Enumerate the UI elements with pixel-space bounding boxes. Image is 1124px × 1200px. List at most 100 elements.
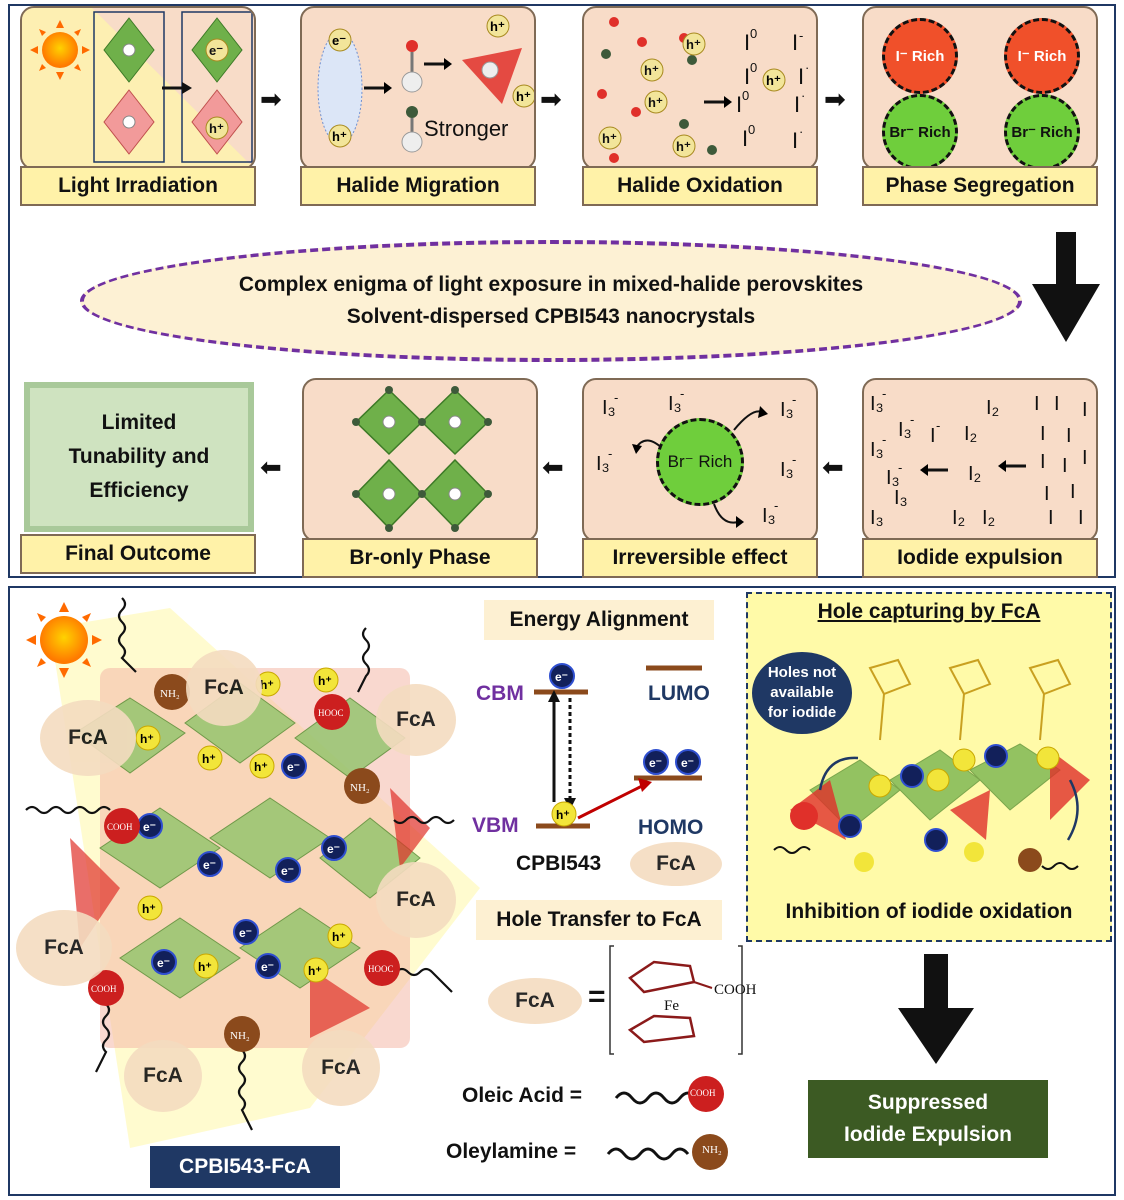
bubble-line-3: for iodide	[767, 704, 837, 721]
fca-fe-label: Fe	[664, 998, 679, 1014]
hole-transfer-title: Hole Transfer to FcA	[476, 900, 722, 940]
svg-text:I₂: I₂	[986, 397, 999, 419]
svg-text:I: I	[1048, 507, 1054, 529]
final-outcome-label: Final Outcome	[20, 534, 256, 574]
irreversible-graphic: I₃- I₃- I₃- I₃- I₃- I₃-	[596, 386, 796, 528]
svg-text:·: ·	[801, 88, 805, 103]
equals-sign: =	[588, 980, 606, 1013]
fca-molecule-label: FcA	[40, 700, 136, 776]
svg-text:h⁺: h⁺	[556, 808, 570, 822]
svg-text:I₂: I₂	[952, 507, 965, 529]
svg-text:h⁺: h⁺	[602, 131, 617, 146]
svg-text:I₃: I₃	[602, 397, 616, 419]
svg-text:I: I	[1054, 393, 1060, 415]
ligand-nh2: NH₂	[224, 1016, 260, 1052]
arrow-left-icon: ⬅	[260, 452, 282, 482]
svg-text:h⁺: h⁺	[198, 960, 212, 974]
svg-text:I: I	[792, 128, 798, 153]
bubble-line-1: Holes not	[767, 664, 837, 681]
svg-text:·: ·	[805, 60, 809, 75]
svg-text:I: I	[736, 92, 742, 117]
svg-text:I: I	[1034, 393, 1040, 415]
cpbi543-label: CPBI543	[516, 852, 602, 875]
svg-text:HOOC: HOOC	[368, 964, 394, 974]
svg-text:h⁺: h⁺	[648, 95, 663, 110]
fca-equation-label: FcA	[488, 978, 582, 1024]
svg-text:I₃: I₃	[780, 459, 794, 481]
fca-molecule-label: FcA	[186, 650, 262, 726]
svg-text:0: 0	[750, 60, 757, 75]
svg-text:h⁺: h⁺	[140, 732, 154, 746]
outcome-line-2: Tunability and	[68, 445, 210, 468]
svg-text:e⁻: e⁻	[332, 33, 346, 48]
step-br-only-phase: Br-only Phase	[302, 378, 538, 578]
svg-text:-: -	[882, 432, 886, 447]
svg-text:I: I	[1066, 425, 1072, 447]
svg-text:e⁻: e⁻	[239, 926, 252, 940]
svg-text:I: I	[1040, 423, 1046, 445]
svg-text:h⁺: h⁺	[308, 964, 322, 978]
svg-text:I: I	[1062, 455, 1068, 477]
oleylamine-nh2: NH₂	[702, 1144, 722, 1156]
svg-text:-: -	[910, 412, 914, 427]
ligand-nh2: NH₂	[154, 674, 190, 710]
arrow-left-icon: ⬅	[542, 452, 564, 482]
step-light-irradiation: e⁻ h⁺ Light Irradiation	[20, 6, 256, 206]
svg-text:NH₂: NH₂	[230, 1030, 250, 1042]
svg-text:h⁺: h⁺	[142, 902, 156, 916]
svg-text:0: 0	[742, 88, 749, 103]
hole-capture-title: Hole capturing by FcA	[817, 600, 1041, 623]
light-irradiation-graphic: e⁻ h⁺	[22, 8, 254, 168]
halide-migration-graphic: e⁻ h⁺ h⁺ h⁺	[317, 14, 534, 153]
svg-text:e⁻: e⁻	[261, 960, 274, 974]
svg-text:h⁺: h⁺	[516, 89, 531, 104]
outcome-line-3: Efficiency	[89, 479, 189, 502]
svg-text:e⁻: e⁻	[681, 756, 694, 770]
svg-text:e⁻: e⁻	[327, 842, 340, 856]
final-outcome-box: Limited Tunability and Efficiency	[24, 382, 254, 532]
svg-text:I₃: I₃	[762, 505, 776, 527]
result-line-2: Iodide Expulsion	[843, 1123, 1012, 1146]
svg-text:-: -	[774, 498, 778, 513]
halide-migration-label: Halide Migration	[300, 166, 536, 206]
svg-text:e⁻: e⁻	[157, 956, 170, 970]
svg-text:I₂: I₂	[982, 507, 995, 529]
ligand-hooc: HOOC	[314, 694, 350, 730]
phase-segregation-label: Phase Segregation	[862, 166, 1098, 206]
svg-text:I₃: I₃	[870, 507, 884, 529]
fca-molecule-label: FcA	[302, 1030, 380, 1106]
svg-text:h⁺: h⁺	[260, 678, 274, 692]
svg-text:-: -	[608, 446, 612, 461]
svg-text:-: -	[882, 386, 886, 401]
svg-text:I₃: I₃	[668, 393, 682, 415]
irreversible-effect-label: Irreversible effect	[582, 538, 818, 578]
nanocrystal-illustration: h⁺h⁺h⁺h⁺h⁺ h⁺h⁺h⁺h⁺ e⁻e⁻e⁻e⁻ e⁻e⁻e⁻e⁻ NH…	[25, 597, 480, 1148]
svg-text:I: I	[744, 64, 750, 89]
svg-text:-: -	[898, 460, 902, 475]
br-rich-domain: Br⁻ Rich	[882, 94, 958, 168]
svg-text:NH₂: NH₂	[350, 782, 370, 794]
result-box: Suppressed Iodide Expulsion	[808, 1080, 1048, 1158]
sun-icon	[30, 20, 90, 80]
svg-text:-: -	[614, 390, 618, 405]
ferrocene-structure-icon	[609, 945, 743, 1055]
step-final-outcome: Limited Tunability and Efficiency Final …	[20, 378, 256, 574]
svg-text:e⁻: e⁻	[203, 858, 216, 872]
svg-text:e⁻: e⁻	[209, 43, 223, 58]
svg-text:h⁺: h⁺	[318, 674, 332, 688]
svg-text:I: I	[1070, 481, 1076, 503]
fca-molecule-label: FcA	[124, 1040, 202, 1112]
br-only-lattice-graphic	[352, 386, 492, 532]
svg-text:I₃: I₃	[898, 419, 912, 441]
vbm-label: VBM	[472, 814, 519, 837]
svg-text:I₃: I₃	[870, 393, 884, 415]
svg-text:-: -	[792, 392, 796, 407]
step-irreversible-effect: I₃- I₃- I₃- I₃- I₃- I₃- Br⁻ Rich Irrever…	[582, 378, 818, 578]
svg-text:h⁺: h⁺	[202, 752, 216, 766]
svg-text:HOOC: HOOC	[318, 708, 344, 718]
migration-stronger-text: Stronger	[424, 116, 509, 141]
oleic-acid-label: Oleic Acid =	[462, 1084, 583, 1107]
